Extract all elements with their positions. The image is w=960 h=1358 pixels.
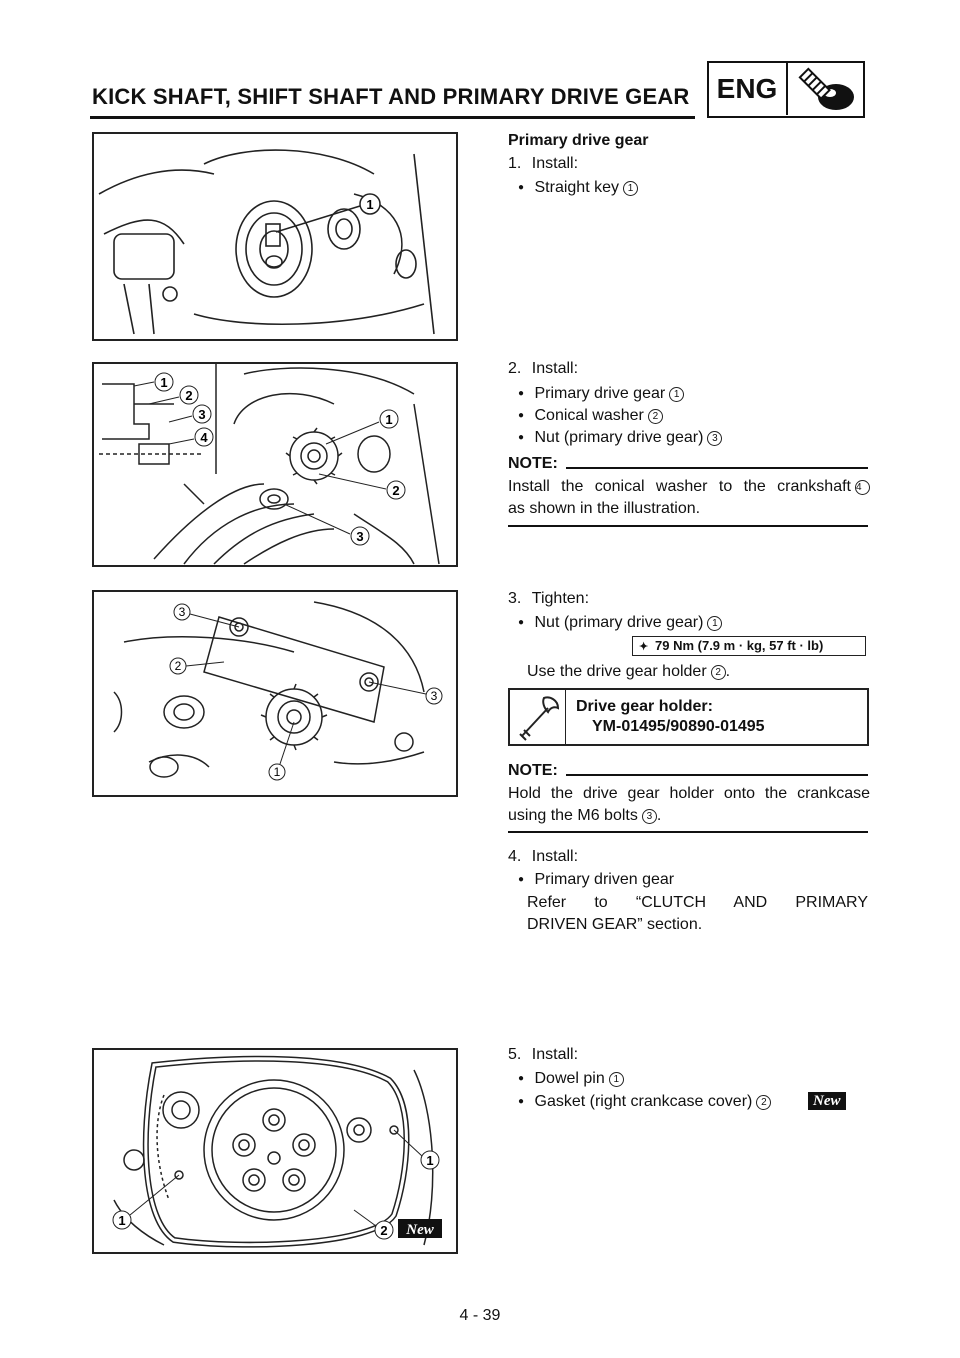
item-text: Conical washer	[534, 407, 644, 424]
note-text-line: as shown in the illustration.	[508, 500, 701, 517]
note-rule	[508, 831, 868, 833]
special-tool-box: Drive gear holder: YM-01495/90890-01495	[508, 688, 869, 746]
figure-primary-drive-gear: 1 2 3 4 1 2 3	[92, 362, 458, 567]
item-text: Dowel pin	[534, 1070, 605, 1087]
callout: 2	[392, 483, 399, 498]
callout: 1	[426, 1153, 433, 1168]
ref-number: 1	[608, 1072, 624, 1087]
new-badge: New	[405, 1222, 434, 1238]
step-action: Install:	[531, 155, 579, 172]
header-rule	[90, 116, 695, 119]
callout: 1	[118, 1213, 125, 1228]
note-text-line: Hold the drive gear holder onto the cran…	[508, 785, 870, 802]
note-rule	[566, 774, 868, 776]
item-text: Nut (primary drive gear)	[534, 614, 704, 631]
section-heading: Primary drive gear	[508, 132, 649, 149]
step-number: 1.	[508, 155, 522, 172]
step-1-label: 1. Install:	[508, 153, 578, 175]
page-number: 4 - 39	[459, 1307, 501, 1324]
ref-number: 4	[855, 480, 870, 495]
list-item: Gasket (right crankcase cover)2	[518, 1091, 772, 1115]
callout: 2	[175, 659, 182, 673]
wrench-icon	[510, 690, 566, 744]
note-text-line: Install the conical washer to the cranks…	[508, 476, 870, 498]
note-label: NOTE:	[508, 455, 558, 472]
list-item: Nut (primary drive gear)1	[518, 612, 723, 636]
callout: 2	[185, 388, 192, 403]
reference-text: Refer to “CLUTCH AND PRIMARY	[527, 894, 868, 911]
figure-straight-key: 1	[92, 132, 458, 341]
item-text: Gasket (right crankcase cover)	[534, 1093, 753, 1110]
step-action: Install:	[531, 360, 579, 377]
item-text: Nut (primary drive gear)	[534, 429, 704, 446]
callout: 1	[160, 375, 167, 390]
ref-number: 2	[710, 665, 726, 680]
note-rule	[566, 467, 868, 469]
note-rule	[508, 525, 868, 527]
step-4-label: 4. Install:	[508, 846, 578, 868]
step-action: Install:	[531, 848, 579, 865]
ref-number: 2	[756, 1095, 772, 1110]
step-2-label: 2. Install:	[508, 358, 578, 380]
callout: 1	[274, 765, 281, 779]
step-number: 2.	[508, 360, 522, 377]
callout: 3	[179, 605, 186, 619]
figure-drive-gear-holder: 3 2 3 1	[92, 590, 458, 797]
torque-spec: 79 Nm (7.9 m · kg, 57 ft · lb)	[632, 636, 866, 656]
item-text: Primary drive gear	[534, 385, 666, 402]
figure-dowel-pin-gasket: 1 1 2 New	[92, 1048, 458, 1254]
item-text: Primary driven gear	[534, 871, 675, 888]
engine-icon	[790, 63, 862, 115]
callout: 3	[198, 407, 205, 422]
step-3-label: 3. Tighten:	[508, 588, 589, 610]
ref-number: 3	[707, 431, 723, 446]
list-item: Nut (primary drive gear)3	[518, 427, 723, 451]
callout: 1	[385, 412, 392, 427]
step-5-label: 5. Install:	[508, 1044, 578, 1066]
item-text: Straight key	[534, 179, 619, 196]
tool-part-number: YM-01495/90890-01495	[592, 718, 765, 735]
tool-name: Drive gear holder:	[576, 698, 713, 715]
new-badge: New	[808, 1092, 846, 1110]
section-code: ENG	[708, 62, 788, 115]
step-number: 5.	[508, 1046, 522, 1063]
callout: 4	[200, 430, 208, 445]
list-item: Primary driven gear	[518, 869, 675, 893]
callout: 3	[431, 689, 438, 703]
callout: 2	[380, 1223, 387, 1238]
ref-number: 1	[622, 181, 638, 196]
ref-number: 1	[707, 616, 723, 631]
ref-number: 2	[647, 409, 663, 424]
note-label: NOTE:	[508, 762, 558, 779]
step-action: Tighten:	[531, 590, 590, 607]
ref-number: 3	[641, 809, 657, 824]
callout: 1	[366, 197, 373, 212]
step-number: 4.	[508, 848, 522, 865]
page-title: KICK SHAFT, SHIFT SHAFT AND PRIMARY DRIV…	[92, 84, 690, 109]
step-action: Install:	[531, 1046, 579, 1063]
ref-number: 1	[669, 387, 685, 402]
reference-text: DRIVEN GEAR” section.	[527, 916, 703, 933]
step-number: 3.	[508, 590, 522, 607]
callout: 3	[356, 529, 363, 544]
